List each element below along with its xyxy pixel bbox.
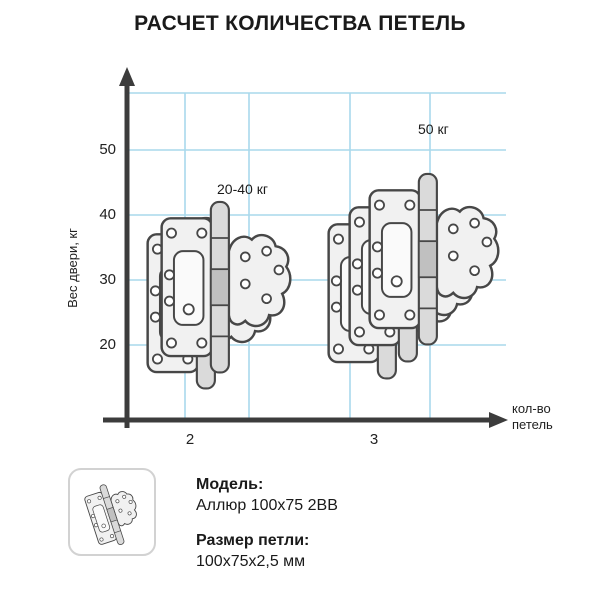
hinge-icon <box>81 476 147 551</box>
model-label: Модель: <box>196 476 264 493</box>
hinge-group-two <box>146 200 292 390</box>
y-tick-30: 30 <box>99 271 116 288</box>
weight-label-two-hinges: 20-40 кг <box>217 181 268 197</box>
model-value: Аллюр 100х75 2ВВ <box>196 497 338 514</box>
product-icon-box <box>68 468 156 556</box>
y-tick-20: 20 <box>99 336 116 353</box>
size-value: 100х75х2,5 мм <box>196 553 306 570</box>
x-axis-arrow <box>489 412 508 428</box>
x-tick-2: 2 <box>185 431 195 448</box>
page-title: РАСЧЕТ КОЛИЧЕСТВА ПЕТЕЛЬ <box>134 12 466 35</box>
y-axis-label: Вес двери, кг <box>65 228 80 308</box>
y-tick-40: 40 <box>99 206 116 223</box>
hinge-illustration <box>368 172 500 346</box>
hinge-count-chart-graphic <box>103 67 508 428</box>
product-info-text: Модель: Аллюр 100х75 2ВВ Размер петли: 1… <box>196 474 338 586</box>
hinge-illustration <box>160 200 292 374</box>
x-tick-3: 3 <box>369 431 379 448</box>
hinge-group-three <box>327 172 500 380</box>
axes <box>103 67 508 428</box>
weight-label-three-hinges: 50 кг <box>418 121 449 137</box>
y-axis-arrow <box>119 67 135 86</box>
x-axis-label: кол-во петель <box>512 401 553 432</box>
size-label: Размер петли: <box>196 532 310 549</box>
y-tick-50: 50 <box>99 141 116 158</box>
